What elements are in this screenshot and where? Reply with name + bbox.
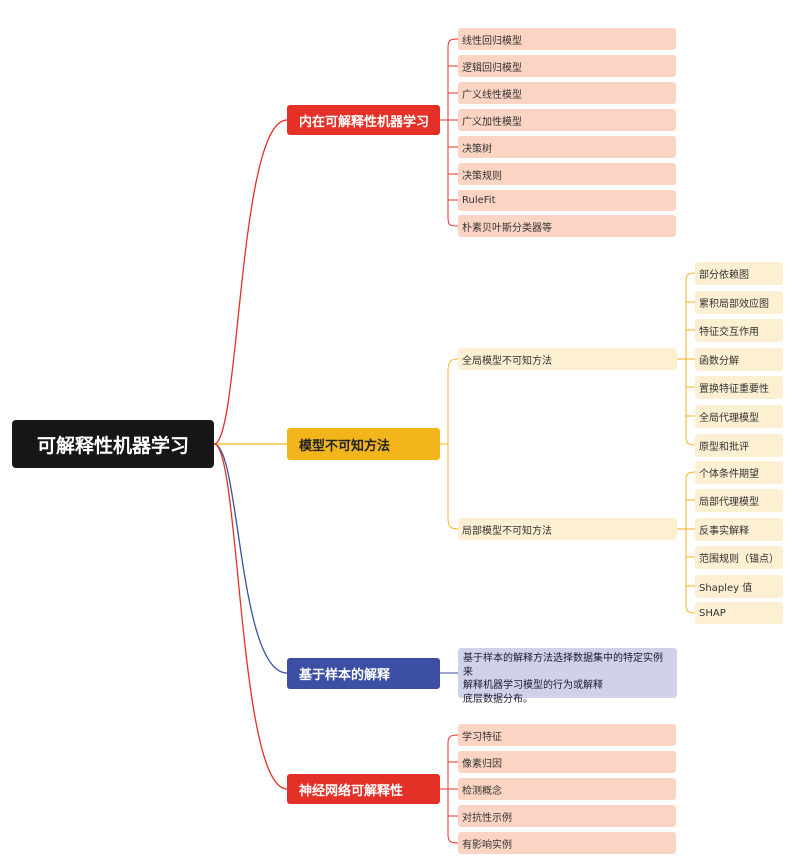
leaf-label: 逻辑回归模型 [462,62,522,74]
link-root-example [213,443,288,674]
leaf-node[interactable]: 部分依赖图 [695,262,783,285]
group-global-methods[interactable]: 全局模型不可知方法 [458,348,677,370]
leaf-node[interactable]: 对抗性示例 [458,805,676,827]
branch-label: 内在可解释性机器学习 [299,114,430,130]
leaf-node[interactable]: SHAP [695,602,783,624]
branch-label: 模型不可知方法 [299,438,391,454]
leaf-node[interactable]: 置换特征重要性 [695,376,783,399]
note-line: 底层数据分布。 [463,693,533,705]
leaf-node[interactable]: 局部代理模型 [695,489,783,512]
leaf-label: 反事实解释 [699,526,749,537]
leaf-node[interactable]: 学习特征 [458,724,676,746]
leaf-label: 广义线性模型 [462,89,522,101]
leaf-node[interactable]: 朴素贝叶斯分类器等 [458,215,676,237]
group-local-methods[interactable]: 局部模型不可知方法 [458,518,677,540]
group-label: 局部模型不可知方法 [462,525,552,537]
leaf-label: 对抗性示例 [462,812,512,824]
leaf-node[interactable]: 反事实解释 [695,518,783,541]
leaf-node[interactable]: 检测概念 [458,778,676,800]
leaf-node[interactable]: 像素归因 [458,751,676,773]
leaf-label: 朴素贝叶斯分类器等 [462,222,552,234]
leaf-node[interactable]: 累积局部效应图 [695,291,783,314]
leaf-node[interactable]: RuleFit [458,190,676,211]
link-root-intrinsic [213,119,288,445]
leaf-node[interactable]: 决策规则 [458,163,676,185]
leaf-label: 函数分解 [699,356,739,367]
root-node[interactable]: 可解释性机器学习 [12,420,214,468]
branch-example-based[interactable]: 基于样本的解释 [287,658,440,689]
leaf-label: 累积局部效应图 [699,299,769,310]
group-label: 全局模型不可知方法 [462,355,552,367]
branch-intrinsic[interactable]: 内在可解释性机器学习 [287,105,440,135]
example-based-note: 基于样本的解释方法选择数据集中的特定实例来 解释机器学习模型的行为或解释 底层数… [458,648,677,705]
link-root-neural [213,443,288,790]
leaf-label: 置换特征重要性 [699,384,769,395]
leaf-label: 原型和批评 [699,442,749,453]
leaf-label: 局部代理模型 [699,497,759,508]
leaf-node[interactable]: 决策树 [458,136,676,158]
branch-neural-network[interactable]: 神经网络可解释性 [287,774,440,804]
leaf-label: 像素归因 [462,758,502,770]
leaf-label: 全局代理模型 [699,413,759,424]
note-line: 解释机器学习模型的行为或解释 [463,680,603,691]
leaf-node[interactable]: 函数分解 [695,348,783,371]
root-label: 可解释性机器学习 [36,434,189,457]
leaf-label: 有影响实例 [462,839,512,851]
leaf-label: 学习特征 [462,731,502,743]
leaf-node[interactable]: 广义线性模型 [458,82,676,104]
leaf-node[interactable]: 广义加性模型 [458,109,676,131]
branch-model-agnostic[interactable]: 模型不可知方法 [287,428,440,460]
leaf-label: 决策规则 [462,170,502,182]
leaf-label: 部分依赖图 [699,270,749,281]
leaf-node[interactable]: 个体条件期望 [695,461,783,484]
leaf-label: RuleFit [462,195,496,206]
leaf-node[interactable]: 逻辑回归模型 [458,55,676,77]
leaf-label: 检测概念 [462,785,502,797]
leaf-node[interactable]: 范围规则（锚点） [695,546,783,569]
leaf-node[interactable]: 特征交互作用 [695,319,783,342]
leaf-node[interactable]: 全局代理模型 [695,405,783,428]
branch-label: 基于样本的解释 [299,668,391,683]
leaf-node[interactable]: 原型和批评 [695,434,783,457]
leaf-node[interactable]: 有影响实例 [458,832,676,854]
leaf-label: 线性回归模型 [462,35,522,47]
leaf-node[interactable]: 线性回归模型 [458,28,676,50]
leaf-label: 决策树 [462,143,492,155]
note-line: 基于样本的解释方法选择数据集中的特定实例来 [463,653,663,678]
leaf-label: 广义加性模型 [462,116,522,128]
leaf-label: 范围规则（锚点） [699,554,779,565]
branch-label: 神经网络可解释性 [299,783,404,799]
leaf-label: 特征交互作用 [699,327,759,338]
leaf-label: SHAP [699,607,726,619]
leaf-label: 个体条件期望 [699,469,759,480]
leaf-node[interactable]: Shapley 值 [695,575,783,598]
leaf-label: Shapley 值 [699,583,753,594]
